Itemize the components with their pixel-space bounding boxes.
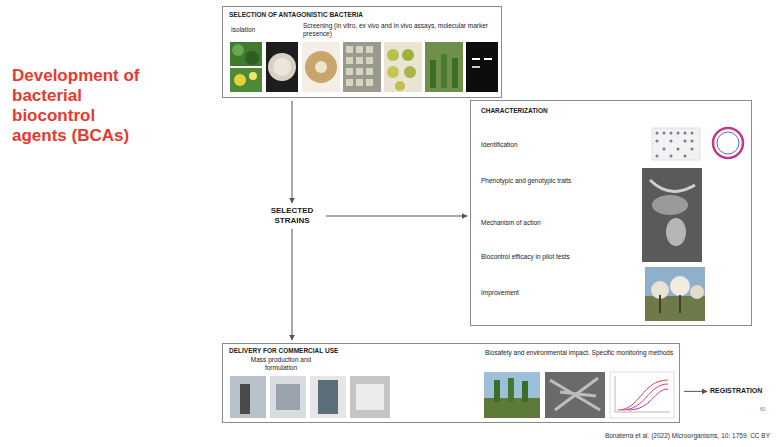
node-text: Biosafety and environmental impact. Spec… <box>485 349 675 357</box>
slide-title: Development of bacterial biocontrol agen… <box>12 66 152 146</box>
stage-box: SELECTION OF ANTAGONISTIC BACTERIA Isolat… <box>222 6 502 98</box>
delivery-photos <box>230 372 674 418</box>
node-text: Isolation <box>231 26 293 34</box>
flow-arrow <box>684 391 707 392</box>
node-text: Improvement <box>481 289 641 297</box>
node-heading: CHARACTERIZATION <box>481 107 681 115</box>
node-text: Mass production and formulation <box>239 356 323 372</box>
stage-label: REGISTRATION <box>710 387 762 396</box>
flow-arrow <box>326 216 467 217</box>
citation: Bonaterra et al. (2022) Microorganisms, … <box>605 432 770 439</box>
stage-label: SELECTED STRAINS <box>262 206 322 226</box>
node-text: Identification <box>481 141 641 149</box>
slide-number: 60 <box>760 406 766 412</box>
node-text: Biocontrol efficacy in pilot tests <box>481 253 641 261</box>
node-heading: SELECTED STRAINS <box>262 206 322 226</box>
characterization-photos <box>642 128 743 321</box>
node-text: Phenotypic and genotypic traits <box>481 177 641 185</box>
node-text: Mechanism of action <box>481 219 641 227</box>
node-heading: REGISTRATION <box>710 387 762 396</box>
node-heading: DELIVERY FOR COMMERCIAL USE <box>229 347 449 355</box>
flow-arrow <box>292 229 293 340</box>
screening-photos <box>302 42 498 92</box>
stage-box: CHARACTERIZATION IdentificationPhenotypic… <box>470 100 752 326</box>
isolation-photos <box>230 42 298 92</box>
node-text: Screening (in vitro, ex vivo and in vivo… <box>303 22 498 38</box>
flow-arrow <box>292 101 293 203</box>
node-heading: SELECTION OF ANTAGONISTIC BACTERIA <box>229 11 495 19</box>
stage-box: DELIVERY FOR COMMERCIAL USEMass producti… <box>222 343 680 423</box>
